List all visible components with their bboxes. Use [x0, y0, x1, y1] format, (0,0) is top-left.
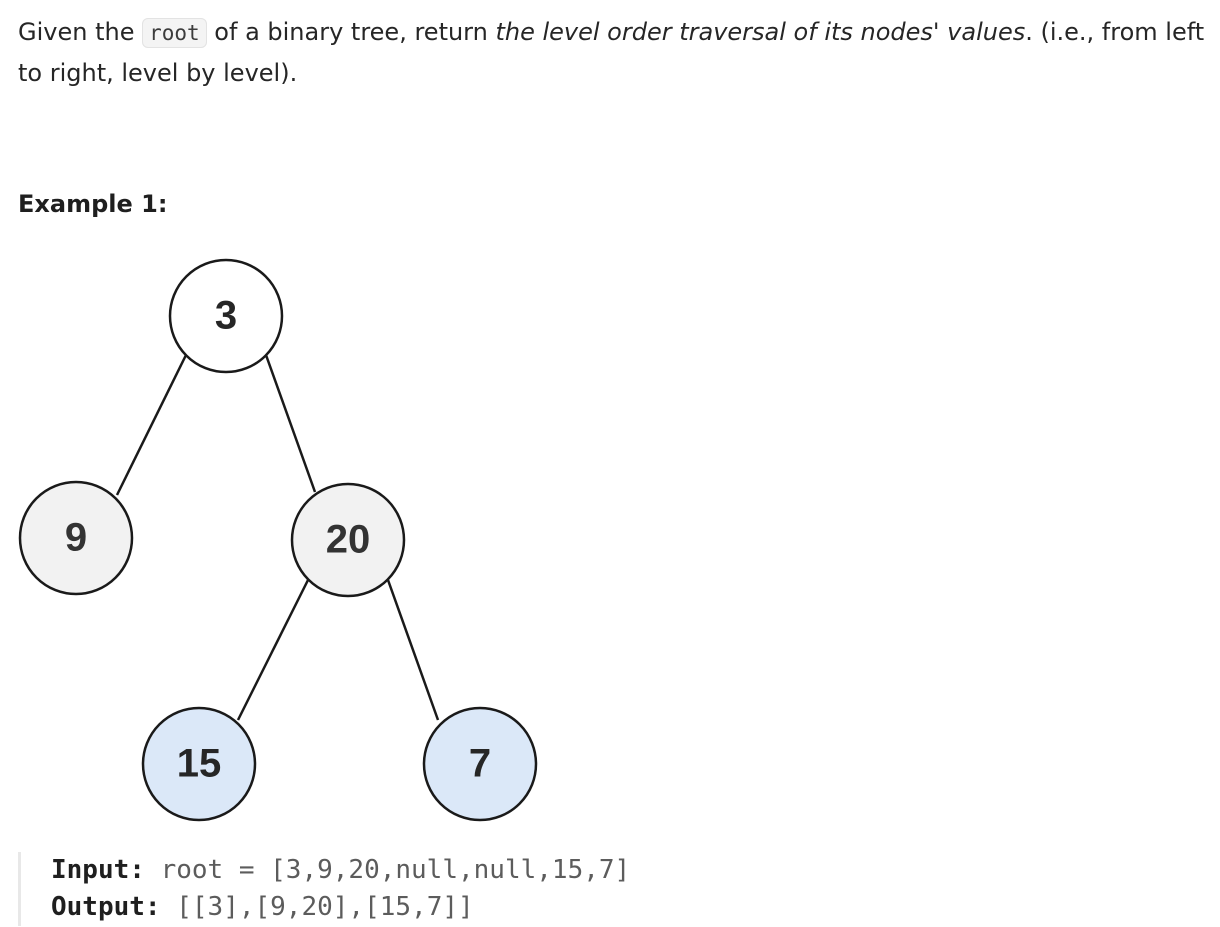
output-value: [[3],[9,20],[15,7]] [176, 892, 474, 922]
output-line: Output: [[3],[9,20],[15,7]] [51, 889, 630, 926]
edge-3-20 [264, 354, 317, 493]
tree-node-7-label: 7 [469, 742, 491, 786]
tree-node-9-circle [18, 480, 134, 596]
description-text-1: Given the [18, 18, 143, 46]
edge-20-7 [386, 579, 440, 721]
tree-node-3-circle [168, 258, 284, 374]
tree-node-3: 3 [168, 258, 284, 374]
description-text-3: . (i.e., from left to right, level by le… [18, 18, 1205, 87]
description-text-2: of a binary tree, return [206, 18, 496, 46]
edge-3-9 [115, 354, 188, 496]
tree-node-9-label: 9 [65, 516, 87, 560]
tree-edges [115, 354, 440, 721]
problem-content: Given the root of a binary tree, return … [18, 0, 1208, 926]
tree-svg: 3 9 20 15 7 [18, 258, 538, 822]
tree-node-9: 9 [18, 480, 134, 596]
tree-node-20: 20 [290, 482, 406, 598]
tree-node-3-label: 3 [215, 294, 237, 338]
edge-20-15 [236, 579, 310, 721]
tree-node-20-circle [290, 482, 406, 598]
tree-node-20-label: 20 [326, 518, 371, 562]
tree-node-7-circle [422, 706, 538, 822]
tree-node-15-label: 15 [177, 742, 222, 786]
input-value: root = [3,9,20,null,null,15,7] [160, 855, 631, 885]
input-line: Input: root = [3,9,20,null,null,15,7] [51, 852, 630, 889]
example-heading: Example 1: [18, 190, 168, 218]
example-io-block: Input: root = [3,9,20,null,null,15,7] Ou… [18, 852, 630, 926]
tree-node-15-circle [141, 706, 257, 822]
problem-description: Given the root of a binary tree, return … [18, 0, 1208, 93]
description-emphasis: the level order traversal of its nodes' … [495, 18, 1026, 46]
input-label: Input: [51, 855, 145, 885]
output-label: Output: [51, 892, 161, 922]
tree-node-15: 15 [141, 706, 257, 822]
binary-tree-diagram: 3 9 20 15 7 [18, 250, 558, 834]
tree-node-7: 7 [422, 706, 538, 822]
inline-code-root: root [142, 18, 207, 48]
